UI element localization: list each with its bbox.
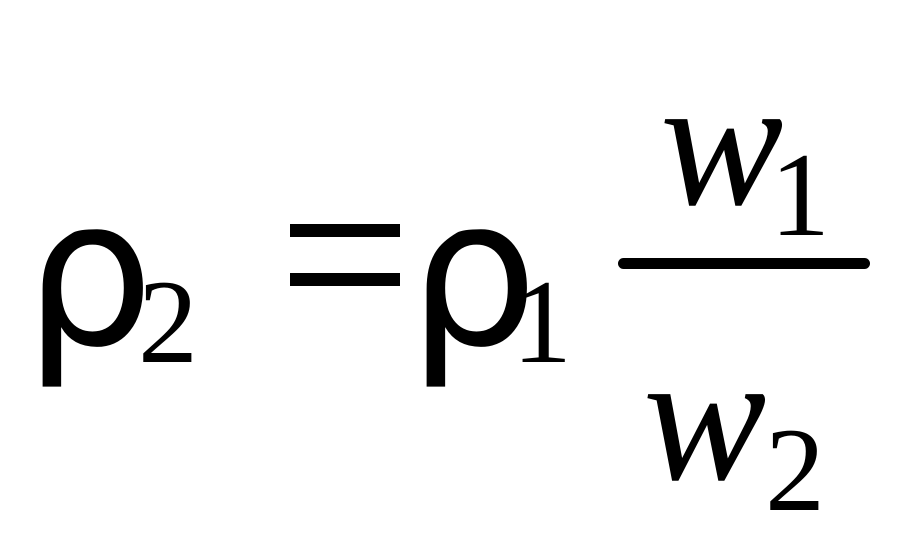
lhs-subscript: 2 — [138, 255, 198, 388]
rhs-subscript: 1 — [512, 255, 572, 388]
lhs-rho-symbol: ρ — [24, 155, 155, 393]
numerator-subscript: 1 — [770, 128, 830, 261]
fraction-bar — [618, 258, 870, 269]
denominator-w-symbol: w — [643, 315, 767, 520]
numerator-w-symbol: w — [660, 40, 784, 245]
denominator-subscript: 2 — [765, 403, 825, 536]
equals-sign — [290, 224, 400, 286]
rhs-rho-symbol: ρ — [408, 155, 539, 393]
